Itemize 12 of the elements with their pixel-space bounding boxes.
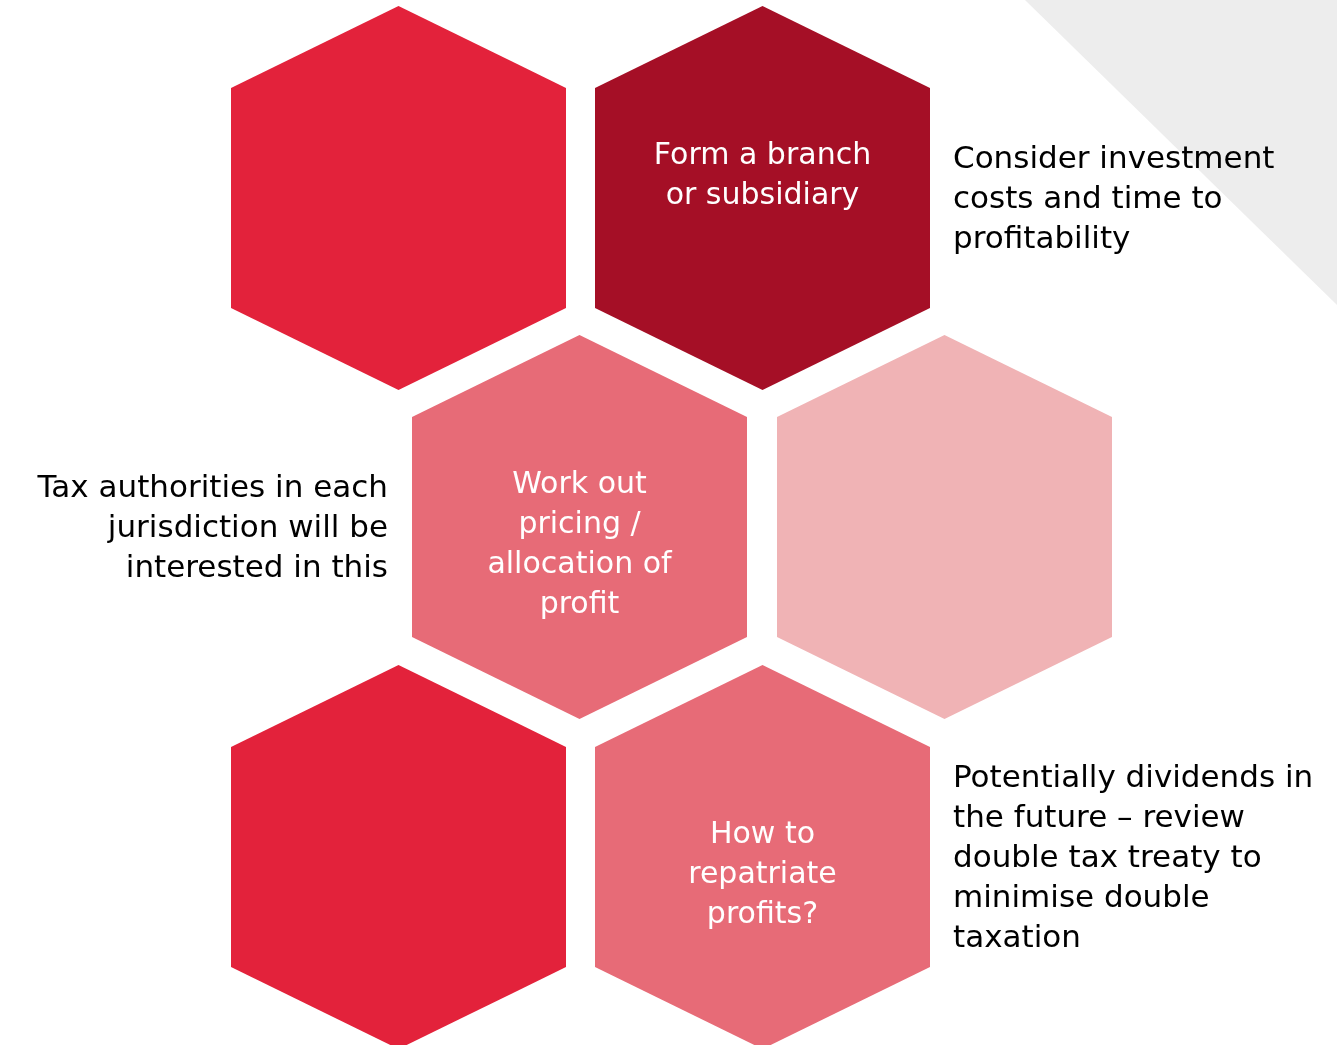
hexagon-label: Form a branch or subsidiary: [652, 135, 873, 213]
side-note: Tax authorities in each jurisdiction will be interested in this: [36, 467, 388, 586]
hexagon-label: How to repatriate profits?: [687, 814, 838, 932]
hexagon: [231, 665, 566, 1045]
side-note: Potentially dividends in the future – review double tax treaty to minimise double taxation: [953, 757, 1315, 956]
hexagon: [595, 6, 930, 390]
hexagon-label: Work out pricing / allocation of profit: [486, 464, 673, 622]
hexagon: [412, 335, 747, 719]
hexagon: [231, 6, 566, 390]
side-note: Consider investment costs and time to profitability: [953, 138, 1276, 257]
hexagon: [595, 665, 930, 1045]
hexagon: [777, 335, 1112, 719]
